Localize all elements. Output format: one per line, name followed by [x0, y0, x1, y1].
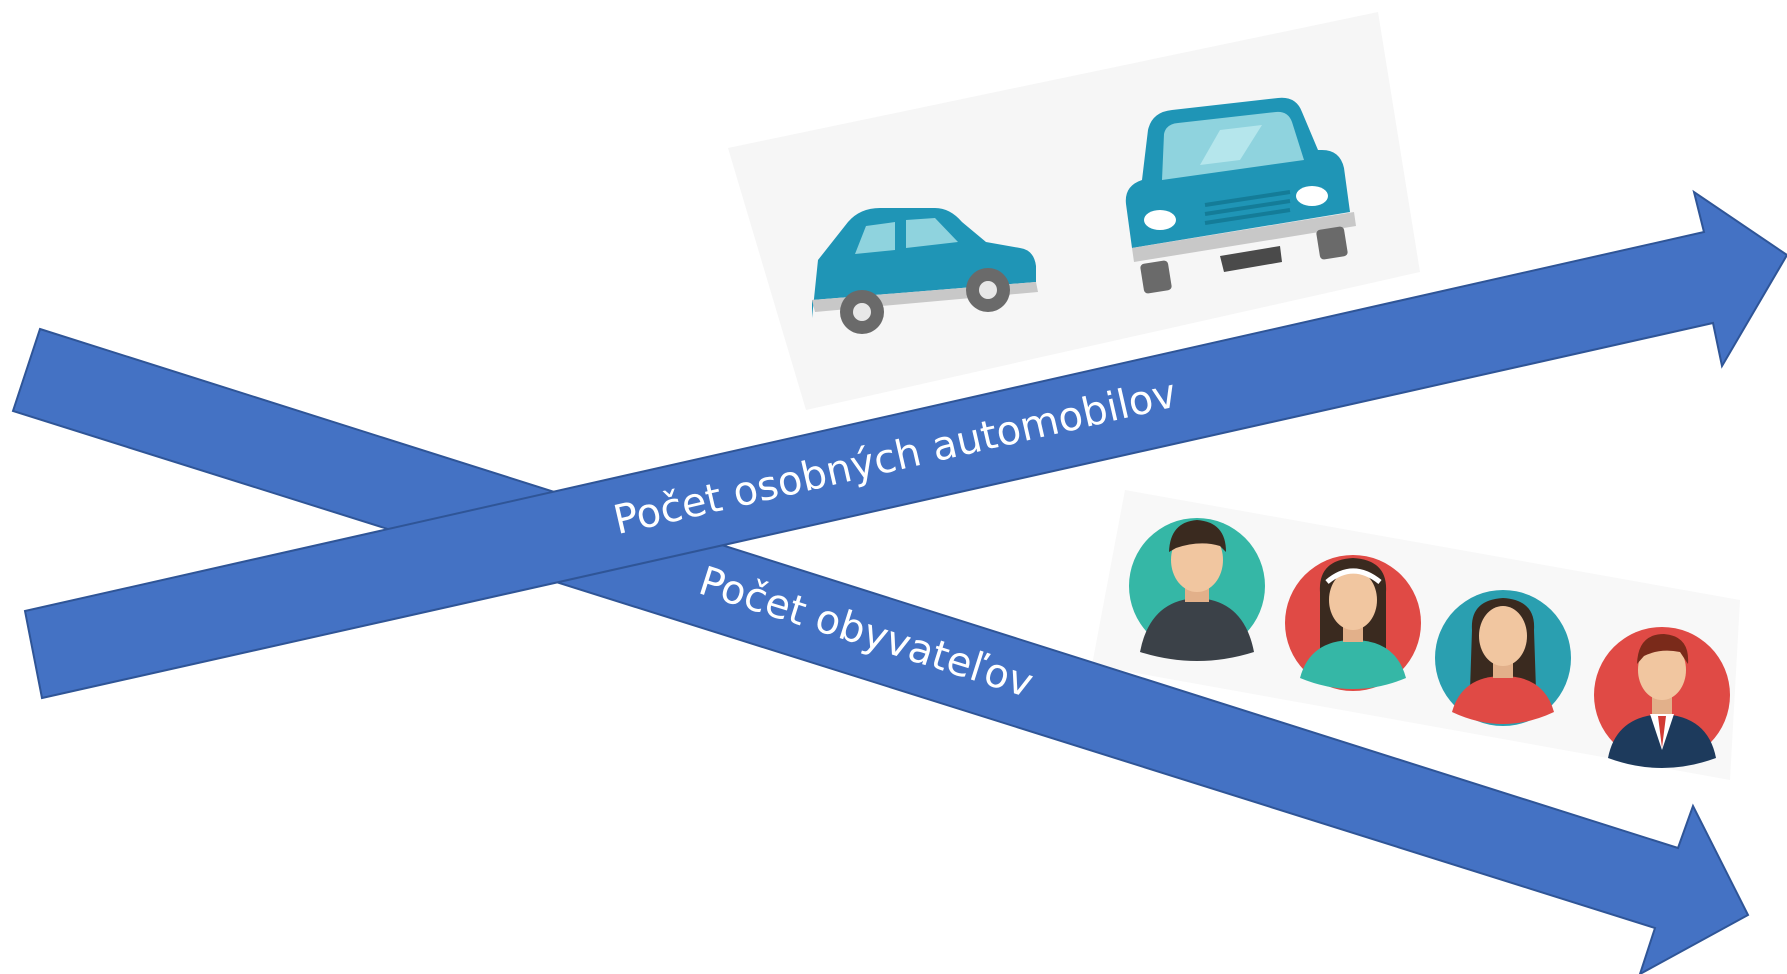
population-arrow — [11, 327, 1750, 974]
sedan-car-front-icon — [1125, 97, 1356, 294]
compact-car-side-icon — [812, 208, 1038, 334]
businessman-avatar-icon — [1594, 627, 1730, 768]
woman-avatar-icon — [1435, 590, 1571, 726]
man-avatar-icon — [1129, 518, 1265, 661]
woman-avatar-icon — [1285, 555, 1421, 691]
cars-arrow — [23, 189, 1787, 700]
